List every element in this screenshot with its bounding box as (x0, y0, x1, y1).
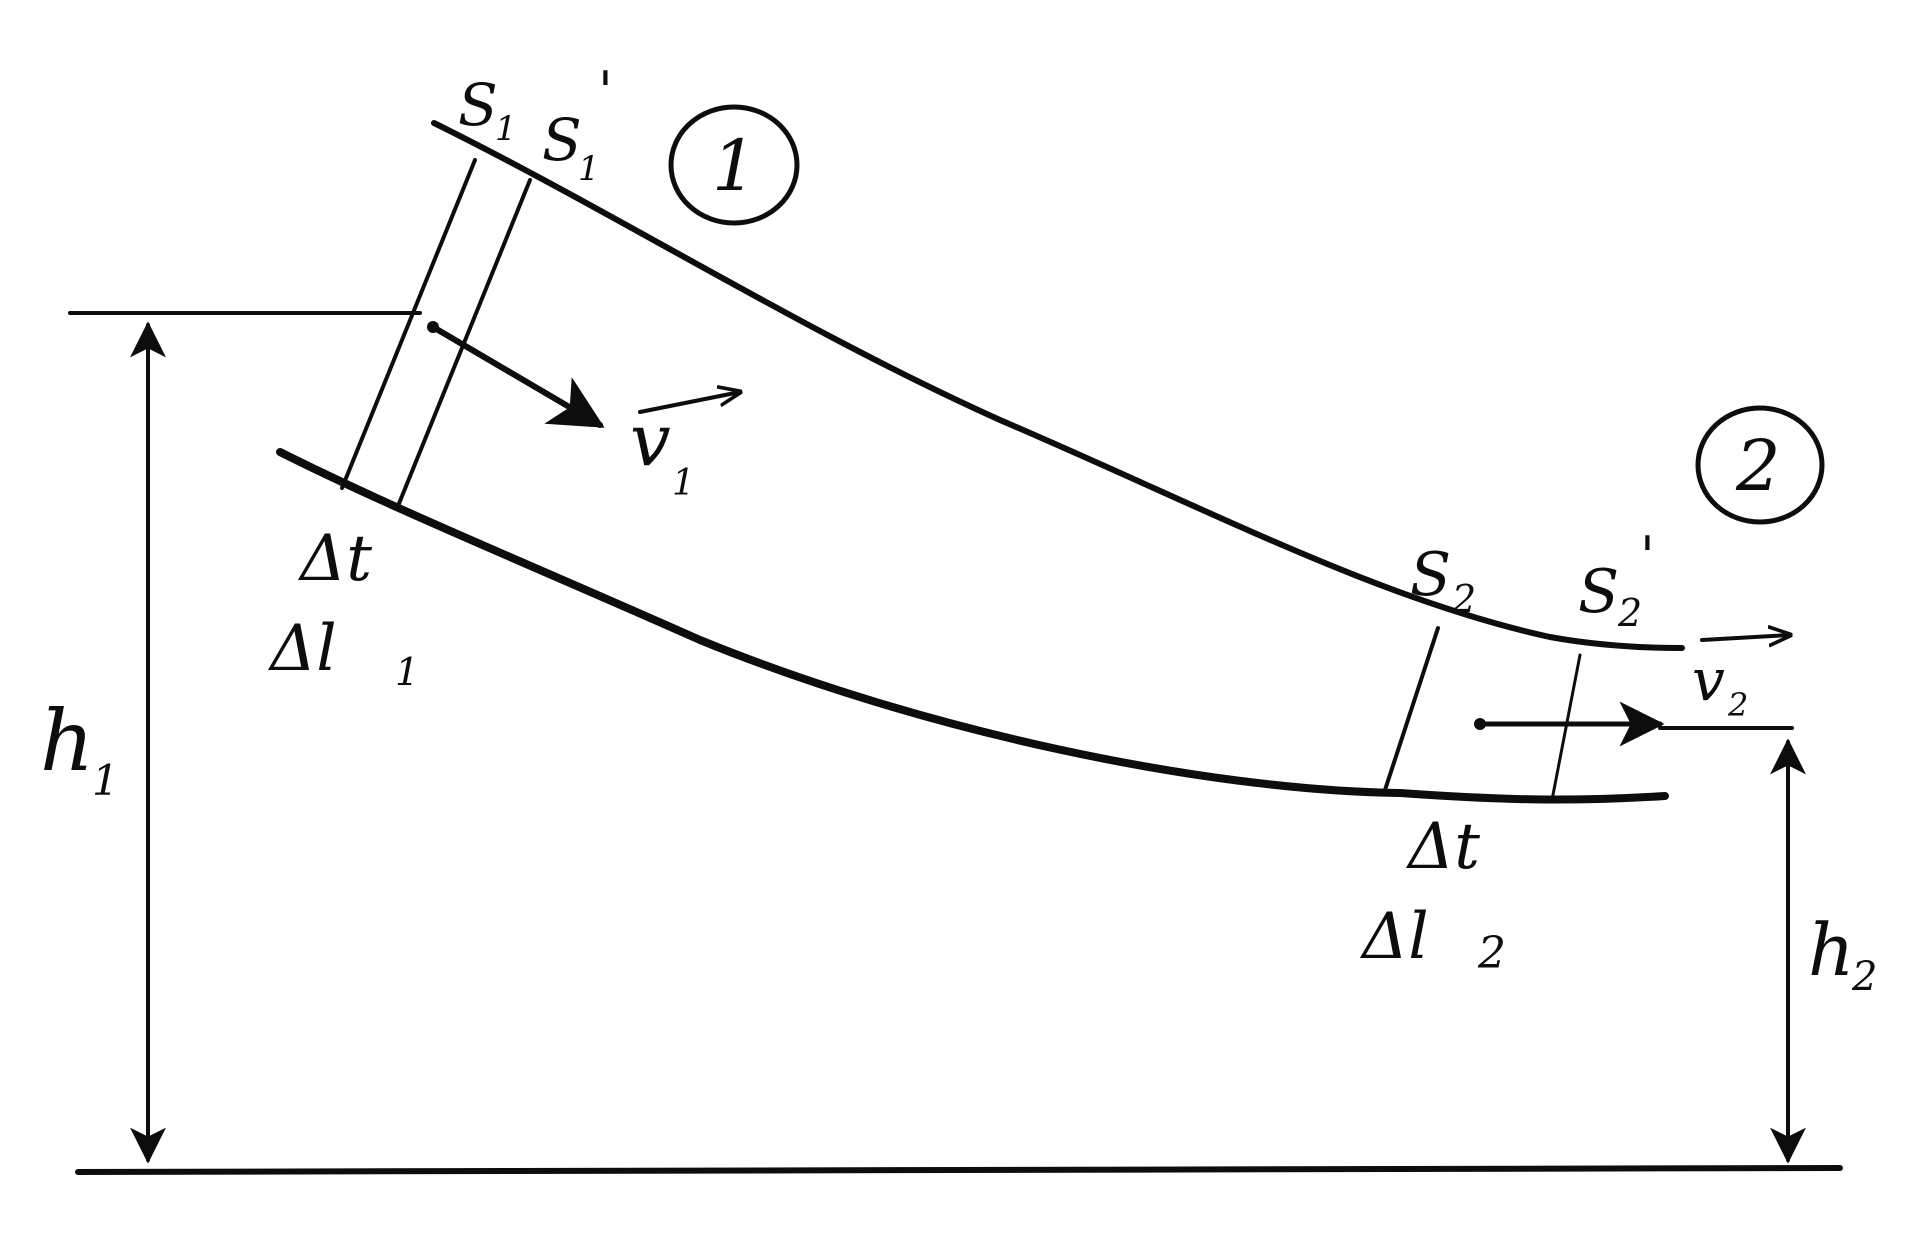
section-2-circle (1695, 405, 1825, 525)
section-2-number: 2 (1735, 425, 1781, 507)
s1-prime-subscript: 1 (578, 149, 600, 189)
dl2-label: Δl (1359, 900, 1429, 974)
section-s2-prime-line (1550, 653, 1582, 802)
s1-prime-mark: ' (598, 60, 613, 123)
tube-upper-wall (431, 120, 1685, 651)
v1-arrow (430, 324, 605, 428)
section-1-circle (668, 104, 800, 226)
tube-lower-wall (276, 448, 1669, 804)
section-s1-line (340, 158, 477, 490)
section-s2-line (1383, 626, 1440, 792)
s2-prime-label: S (1578, 557, 1619, 627)
h1-label: h (40, 692, 94, 790)
h1-subscript: 1 (92, 756, 119, 805)
dt2-label: Δt (1405, 810, 1480, 884)
s1-label: S (458, 71, 498, 139)
s1-subscript: 1 (495, 109, 517, 149)
v1-vector-mark (638, 392, 740, 414)
s2-prime-subscript: 2 (1617, 591, 1642, 635)
section-1-number: 1 (712, 125, 757, 207)
v1-label: v (630, 398, 671, 482)
dt1-label: Δt (297, 522, 372, 596)
dl2-subscript: 2 (1477, 928, 1506, 979)
s2-prime-mark: ' (1640, 525, 1655, 588)
h2-subscript: 2 (1851, 954, 1877, 1000)
dl1-subscript: 1 (395, 650, 419, 694)
s2-label: S (1410, 540, 1451, 610)
h2-label: h (1808, 908, 1854, 992)
v2-subscript: 2 (1727, 686, 1748, 724)
v2-vector-mark (1700, 635, 1790, 640)
ground-line (75, 1165, 1843, 1175)
s2-subscript: 2 (1451, 577, 1476, 621)
v2-label: v (1692, 646, 1725, 714)
dl1-label: Δl (267, 612, 337, 686)
v1-subscript: 1 (672, 463, 695, 504)
s1-prime-label: S (542, 106, 582, 174)
